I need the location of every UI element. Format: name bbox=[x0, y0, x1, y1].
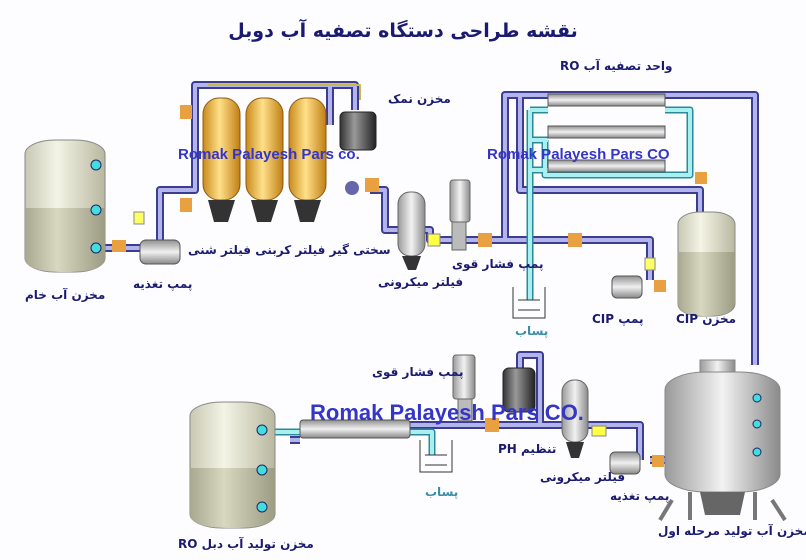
label-ro-unit: واحد تصفیه آب RO bbox=[560, 59, 673, 73]
micron-filter-1 bbox=[397, 191, 441, 270]
hp-pump-2 bbox=[452, 354, 499, 432]
label-feed-pump-1: پمپ تغذیه bbox=[133, 277, 193, 291]
label-stage1-tank: مخزن آب تولید مرحله اول bbox=[658, 524, 806, 538]
raw-water-tank bbox=[24, 139, 106, 273]
double-ro-tank bbox=[189, 401, 276, 529]
label-raw-tank: مخزن آب خام bbox=[25, 288, 106, 302]
ro-membrane-2 bbox=[299, 419, 411, 439]
watermark-right: Romak Palayesh Pars CO bbox=[487, 146, 670, 163]
diagram-title: نقشه طراحی دستگاه تصفیه آب دوبل bbox=[228, 20, 578, 42]
watermark-left: Romak Palayesh Pars co. bbox=[178, 146, 360, 163]
label-micron-filter-1: فیلتر میکرونی bbox=[378, 275, 464, 289]
label-hp-pump-1: پمپ فشار قوی bbox=[452, 257, 544, 271]
salt-tank bbox=[339, 111, 377, 151]
watermark-bottom: Romak Palayesh Pars CO. bbox=[310, 400, 584, 425]
waste-bucket-1 bbox=[512, 287, 546, 319]
feed-pump-1 bbox=[112, 211, 181, 265]
label-hp-pump-2: پمپ فشار قوی bbox=[372, 365, 464, 379]
waste-bucket-2 bbox=[419, 440, 453, 473]
micron-filter-2 bbox=[561, 379, 607, 458]
label-double-ro-tank: مخزن تولید آب دبل RO bbox=[178, 537, 314, 551]
label-cip-pump: پمپ CIP bbox=[592, 312, 644, 326]
label-salt-tank: مخزن نمک bbox=[388, 92, 451, 106]
cip-tank bbox=[677, 211, 736, 317]
label-cip-tank: مخزن CIP bbox=[676, 312, 737, 326]
feed-pump-2 bbox=[609, 451, 664, 475]
label-ph-adjust: تنظیم PH bbox=[498, 442, 557, 456]
hp-pump-1 bbox=[449, 179, 582, 251]
ro-membranes bbox=[547, 93, 707, 184]
label-filters: سختی گیر فیلتر کربنی فیلتر شنی bbox=[188, 243, 391, 257]
cip-pump bbox=[611, 257, 666, 299]
stage1-tank bbox=[658, 359, 787, 522]
label-waste-1: پساب bbox=[515, 324, 549, 338]
label-micron-filter-2: فیلتر میکرونی bbox=[540, 470, 626, 484]
ph-tank bbox=[502, 367, 536, 413]
filter-vessels bbox=[180, 97, 379, 222]
label-waste-2: پساب bbox=[425, 485, 459, 499]
label-feed-pump-2: پمپ تغذیه bbox=[610, 489, 670, 503]
